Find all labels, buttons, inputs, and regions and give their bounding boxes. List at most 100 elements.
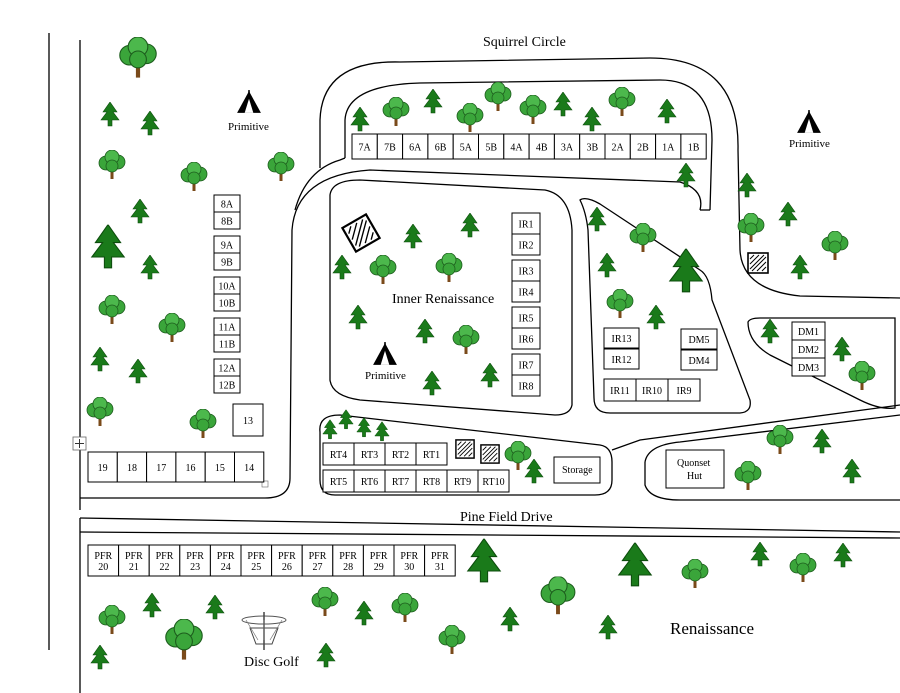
site-2b[interactable]: 2B — [629, 133, 657, 160]
site-ir2[interactable]: IR2 — [511, 233, 541, 256]
site-label: 1A — [662, 143, 675, 154]
primitive-area-inner: Primitive — [365, 342, 406, 382]
move-handle-icon[interactable] — [72, 436, 87, 451]
pine-tree-icon — [354, 601, 374, 626]
deciduous-tree-icon — [435, 253, 463, 283]
site-13[interactable]: 13 — [232, 403, 264, 437]
site-12a[interactable]: 12A — [213, 358, 241, 377]
site-dm4[interactable]: DM4 — [680, 349, 718, 371]
pine-tree-icon — [338, 409, 354, 430]
site-ir1[interactable]: IR1 — [511, 212, 541, 235]
site-8a[interactable]: 8A — [213, 194, 241, 213]
site-ir11[interactable]: IR11 — [603, 378, 637, 402]
site-2a[interactable]: 2A — [604, 133, 631, 160]
site-4b[interactable]: 4B — [528, 133, 555, 160]
restroom-building-icon — [480, 444, 500, 464]
site-3a[interactable]: 3A — [553, 133, 581, 160]
site-label: 2B — [637, 143, 649, 154]
site-rt3[interactable]: RT3 — [353, 442, 386, 466]
site-17[interactable]: 17 — [146, 451, 177, 483]
site-rt5[interactable]: RT5 — [322, 469, 355, 493]
site-rt8[interactable]: RT8 — [415, 469, 448, 493]
site-9b[interactable]: 9B — [213, 252, 241, 271]
site-15[interactable]: 15 — [204, 451, 235, 483]
deciduous-tree-icon — [382, 97, 410, 127]
site-rt9[interactable]: RT9 — [446, 469, 479, 493]
site-rt2[interactable]: RT2 — [384, 442, 417, 466]
site-label: 10A — [218, 282, 236, 293]
site-label: PFR — [400, 551, 418, 562]
site-5b[interactable]: 5B — [478, 133, 505, 160]
site-ir9[interactable]: IR9 — [667, 378, 701, 402]
site-7a[interactable]: 7A — [351, 133, 378, 160]
pine-tree-icon — [832, 337, 852, 362]
site-16[interactable]: 16 — [175, 451, 206, 483]
site-label: 27 — [313, 562, 323, 573]
site-label: RT1 — [423, 450, 440, 461]
site-19[interactable]: 19 — [87, 451, 118, 483]
site-ir6[interactable]: IR6 — [511, 327, 541, 350]
site-14[interactable]: 14 — [234, 451, 265, 483]
site-7b[interactable]: 7B — [376, 133, 404, 160]
site-10b[interactable]: 10B — [213, 293, 241, 312]
site-1a[interactable]: 1A — [655, 133, 682, 160]
quonset-hut-label-line2: Hut — [687, 471, 702, 482]
deciduous-tree-icon — [606, 289, 634, 319]
site-ir5[interactable]: IR5 — [511, 306, 541, 329]
site-9a[interactable]: 9A — [213, 235, 241, 254]
site-6a[interactable]: 6A — [402, 133, 429, 160]
site-10a[interactable]: 10A — [213, 276, 241, 295]
site-dm1[interactable]: DM1 — [791, 321, 826, 341]
deciduous-tree-icon — [452, 325, 480, 355]
restroom-building-icon — [747, 252, 769, 274]
site-ir10[interactable]: IR10 — [635, 378, 669, 402]
corner-handle[interactable] — [261, 480, 269, 488]
site-label: IR5 — [519, 314, 534, 325]
site-ir13[interactable]: IR13 — [603, 327, 640, 349]
site-1b[interactable]: 1B — [680, 133, 707, 160]
site-dm2[interactable]: DM2 — [791, 339, 826, 359]
site-18[interactable]: 18 — [116, 451, 148, 483]
site-dm5[interactable]: DM5 — [680, 328, 718, 350]
deciduous-tree-icon — [484, 82, 512, 112]
deciduous-tree-icon — [734, 461, 762, 491]
site-ir4[interactable]: IR4 — [511, 280, 541, 303]
site-ir3[interactable]: IR3 — [511, 259, 541, 282]
site-4a[interactable]: 4A — [503, 133, 530, 160]
site-label: IR3 — [519, 267, 534, 278]
site-6b[interactable]: 6B — [427, 133, 454, 160]
site-rt1[interactable]: RT1 — [415, 442, 448, 466]
site-label: 19 — [98, 463, 108, 474]
site-8b[interactable]: 8B — [213, 211, 241, 230]
site-12b[interactable]: 12B — [213, 375, 241, 394]
site-rt4[interactable]: RT4 — [322, 442, 355, 466]
site-rt10[interactable]: RT10 — [477, 469, 510, 493]
site-ir12[interactable]: IR12 — [603, 348, 640, 370]
site-rt6[interactable]: RT6 — [353, 469, 386, 493]
pine-tree-icon — [460, 213, 480, 238]
site-label: IR12 — [612, 355, 632, 366]
site-3b[interactable]: 3B — [579, 133, 606, 160]
site-dm3[interactable]: DM3 — [791, 357, 826, 377]
squirrel-circle-label: Squirrel Circle — [483, 35, 566, 50]
site-11a[interactable]: 11A — [213, 317, 241, 336]
deciduous-tree-icon — [180, 162, 208, 192]
site-rt7[interactable]: RT7 — [384, 469, 417, 493]
site-5a[interactable]: 5A — [452, 133, 480, 160]
site-11b[interactable]: 11B — [213, 334, 241, 353]
site-ir8[interactable]: IR8 — [511, 374, 541, 397]
deciduous-tree-icon — [98, 295, 126, 325]
site-ir7[interactable]: IR7 — [511, 353, 541, 376]
